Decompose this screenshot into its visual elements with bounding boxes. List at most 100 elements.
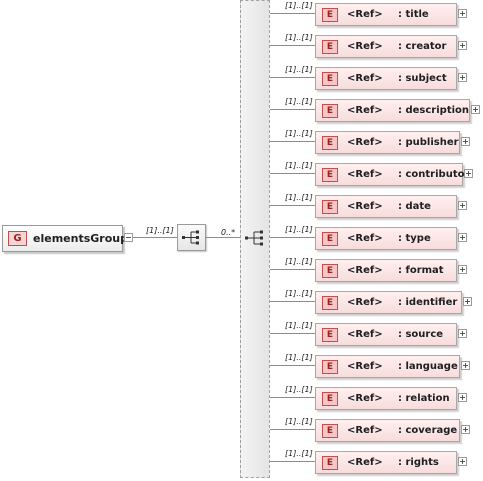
plus-icon-v	[462, 267, 463, 272]
expand-toggle-element[interactable]	[458, 233, 467, 242]
connector-line	[270, 173, 315, 174]
cardinality-label-element: [1]..[1]	[285, 385, 313, 394]
expand-toggle-element[interactable]	[463, 297, 472, 306]
connector-line	[270, 365, 315, 366]
ref-label: <Ref>	[347, 425, 383, 436]
cardinality-label-choice: 0..*	[221, 228, 236, 237]
plus-icon-v	[462, 43, 463, 48]
cardinality-label-element: [1]..[1]	[285, 129, 313, 138]
cardinality-label-element: [1]..[1]	[285, 289, 313, 298]
element-icon: E	[322, 40, 338, 54]
expand-toggle-element[interactable]	[458, 73, 467, 82]
expand-toggle-element[interactable]	[461, 361, 470, 370]
plus-icon-v	[465, 427, 466, 432]
collapse-toggle-group[interactable]	[124, 233, 133, 242]
expand-toggle-element[interactable]	[458, 201, 467, 210]
ref-label: <Ref>	[347, 393, 383, 404]
element-icon: E	[322, 392, 338, 406]
connector-line	[270, 109, 315, 110]
connector-line	[270, 429, 315, 430]
element-icon: E	[322, 72, 338, 86]
element-name-label: : coverage	[398, 425, 458, 436]
cardinality-label-element: [1]..[1]	[285, 161, 313, 170]
element-icon: E	[322, 264, 338, 278]
element-name-label: : contributor	[398, 169, 470, 180]
expand-toggle-element[interactable]	[458, 265, 467, 274]
element-ref-box[interactable]: E<Ref>: language	[315, 355, 460, 378]
element-ref-box[interactable]: E<Ref>: format	[315, 259, 457, 282]
ref-label: <Ref>	[347, 105, 383, 116]
element-ref-box[interactable]: E <Ref> : description	[315, 99, 470, 122]
element-name-label: : date	[398, 201, 431, 212]
connector-line	[270, 77, 315, 78]
plus-icon-v	[462, 395, 463, 400]
cardinality-label-element: [1]..[1]	[285, 1, 313, 10]
element-ref-box[interactable]: E<Ref>: relation	[315, 387, 457, 410]
connector-line	[270, 141, 315, 142]
ref-label: <Ref>	[347, 137, 383, 148]
expand-toggle-element[interactable]	[461, 137, 470, 146]
expand-toggle-element[interactable]	[458, 457, 467, 466]
cardinality-label-element: [1]..[1]	[285, 225, 313, 234]
connector-line	[270, 301, 315, 302]
plus-icon-v	[462, 75, 463, 80]
expand-toggle-element[interactable]	[461, 425, 470, 434]
element-name-label: : subject	[398, 73, 447, 84]
element-icon: E	[322, 360, 338, 374]
element-icon: E	[322, 8, 338, 22]
plus-icon-v	[465, 363, 466, 368]
connector-line	[270, 45, 315, 46]
plus-icon-v	[467, 299, 468, 304]
expand-toggle-element[interactable]	[458, 9, 467, 18]
sequence-icon	[182, 230, 199, 245]
element-icon: E	[322, 136, 338, 150]
element-ref-box[interactable]: E <Ref> : coverage	[315, 419, 460, 442]
ref-label: <Ref>	[347, 201, 383, 212]
plus-icon-v	[475, 107, 476, 112]
element-name-label: : title	[398, 9, 429, 20]
ref-label: <Ref>	[347, 361, 383, 372]
element-ref-box[interactable]: E<Ref>: rights	[315, 451, 457, 474]
plus-icon-v	[468, 171, 469, 176]
cardinality-label-element: [1]..[1]	[285, 353, 313, 362]
expand-toggle-element[interactable]	[458, 41, 467, 50]
cardinality-label-element: [1]..[1]	[285, 65, 313, 74]
expand-toggle-element[interactable]	[471, 105, 480, 114]
cardinality-label-element: [1]..[1]	[285, 33, 313, 42]
connector-line	[206, 237, 241, 238]
ref-label: <Ref>	[347, 41, 383, 52]
plus-icon-v	[462, 11, 463, 16]
element-ref-box[interactable]: E<Ref>: publisher	[315, 131, 460, 154]
element-ref-box[interactable]: E<Ref>: type	[315, 227, 457, 250]
plus-icon-v	[462, 235, 463, 240]
connector-line	[270, 461, 315, 462]
element-ref-box[interactable]: E<Ref>: date	[315, 195, 457, 218]
element-name-label: : description	[398, 105, 470, 116]
ref-label: <Ref>	[347, 9, 383, 20]
plus-icon-v	[462, 203, 463, 208]
expand-toggle-element[interactable]	[458, 329, 467, 338]
group-icon: G	[8, 231, 27, 246]
connector-line	[270, 205, 315, 206]
connector-line	[270, 397, 315, 398]
sequence-compositor[interactable]	[177, 224, 206, 251]
element-ref-box[interactable]: E<Ref>: source	[315, 323, 457, 346]
expand-toggle-element[interactable]	[464, 169, 473, 178]
element-ref-box[interactable]: E<Ref>: creator	[315, 35, 457, 58]
element-ref-box[interactable]: E <Ref> : title	[315, 3, 457, 26]
cardinality-label-element: [1]..[1]	[285, 449, 313, 458]
element-icon: E	[322, 104, 338, 118]
connector-line	[270, 333, 315, 334]
element-ref-box[interactable]: E<Ref>: contributor	[315, 163, 469, 186]
group-box-elementsGroup[interactable]: G elementsGroup	[2, 225, 128, 252]
ref-label: <Ref>	[347, 265, 383, 276]
plus-icon-v	[462, 331, 463, 336]
element-name-label: : rights	[398, 457, 439, 468]
element-ref-box[interactable]: E<Ref>: identifier	[315, 291, 462, 314]
element-icon: E	[322, 424, 338, 438]
element-ref-box[interactable]: E<Ref>: subject	[315, 67, 457, 90]
element-icon: E	[322, 296, 338, 310]
connector-line	[270, 237, 315, 238]
expand-toggle-element[interactable]	[458, 393, 467, 402]
cardinality-label-element: [1]..[1]	[285, 257, 313, 266]
